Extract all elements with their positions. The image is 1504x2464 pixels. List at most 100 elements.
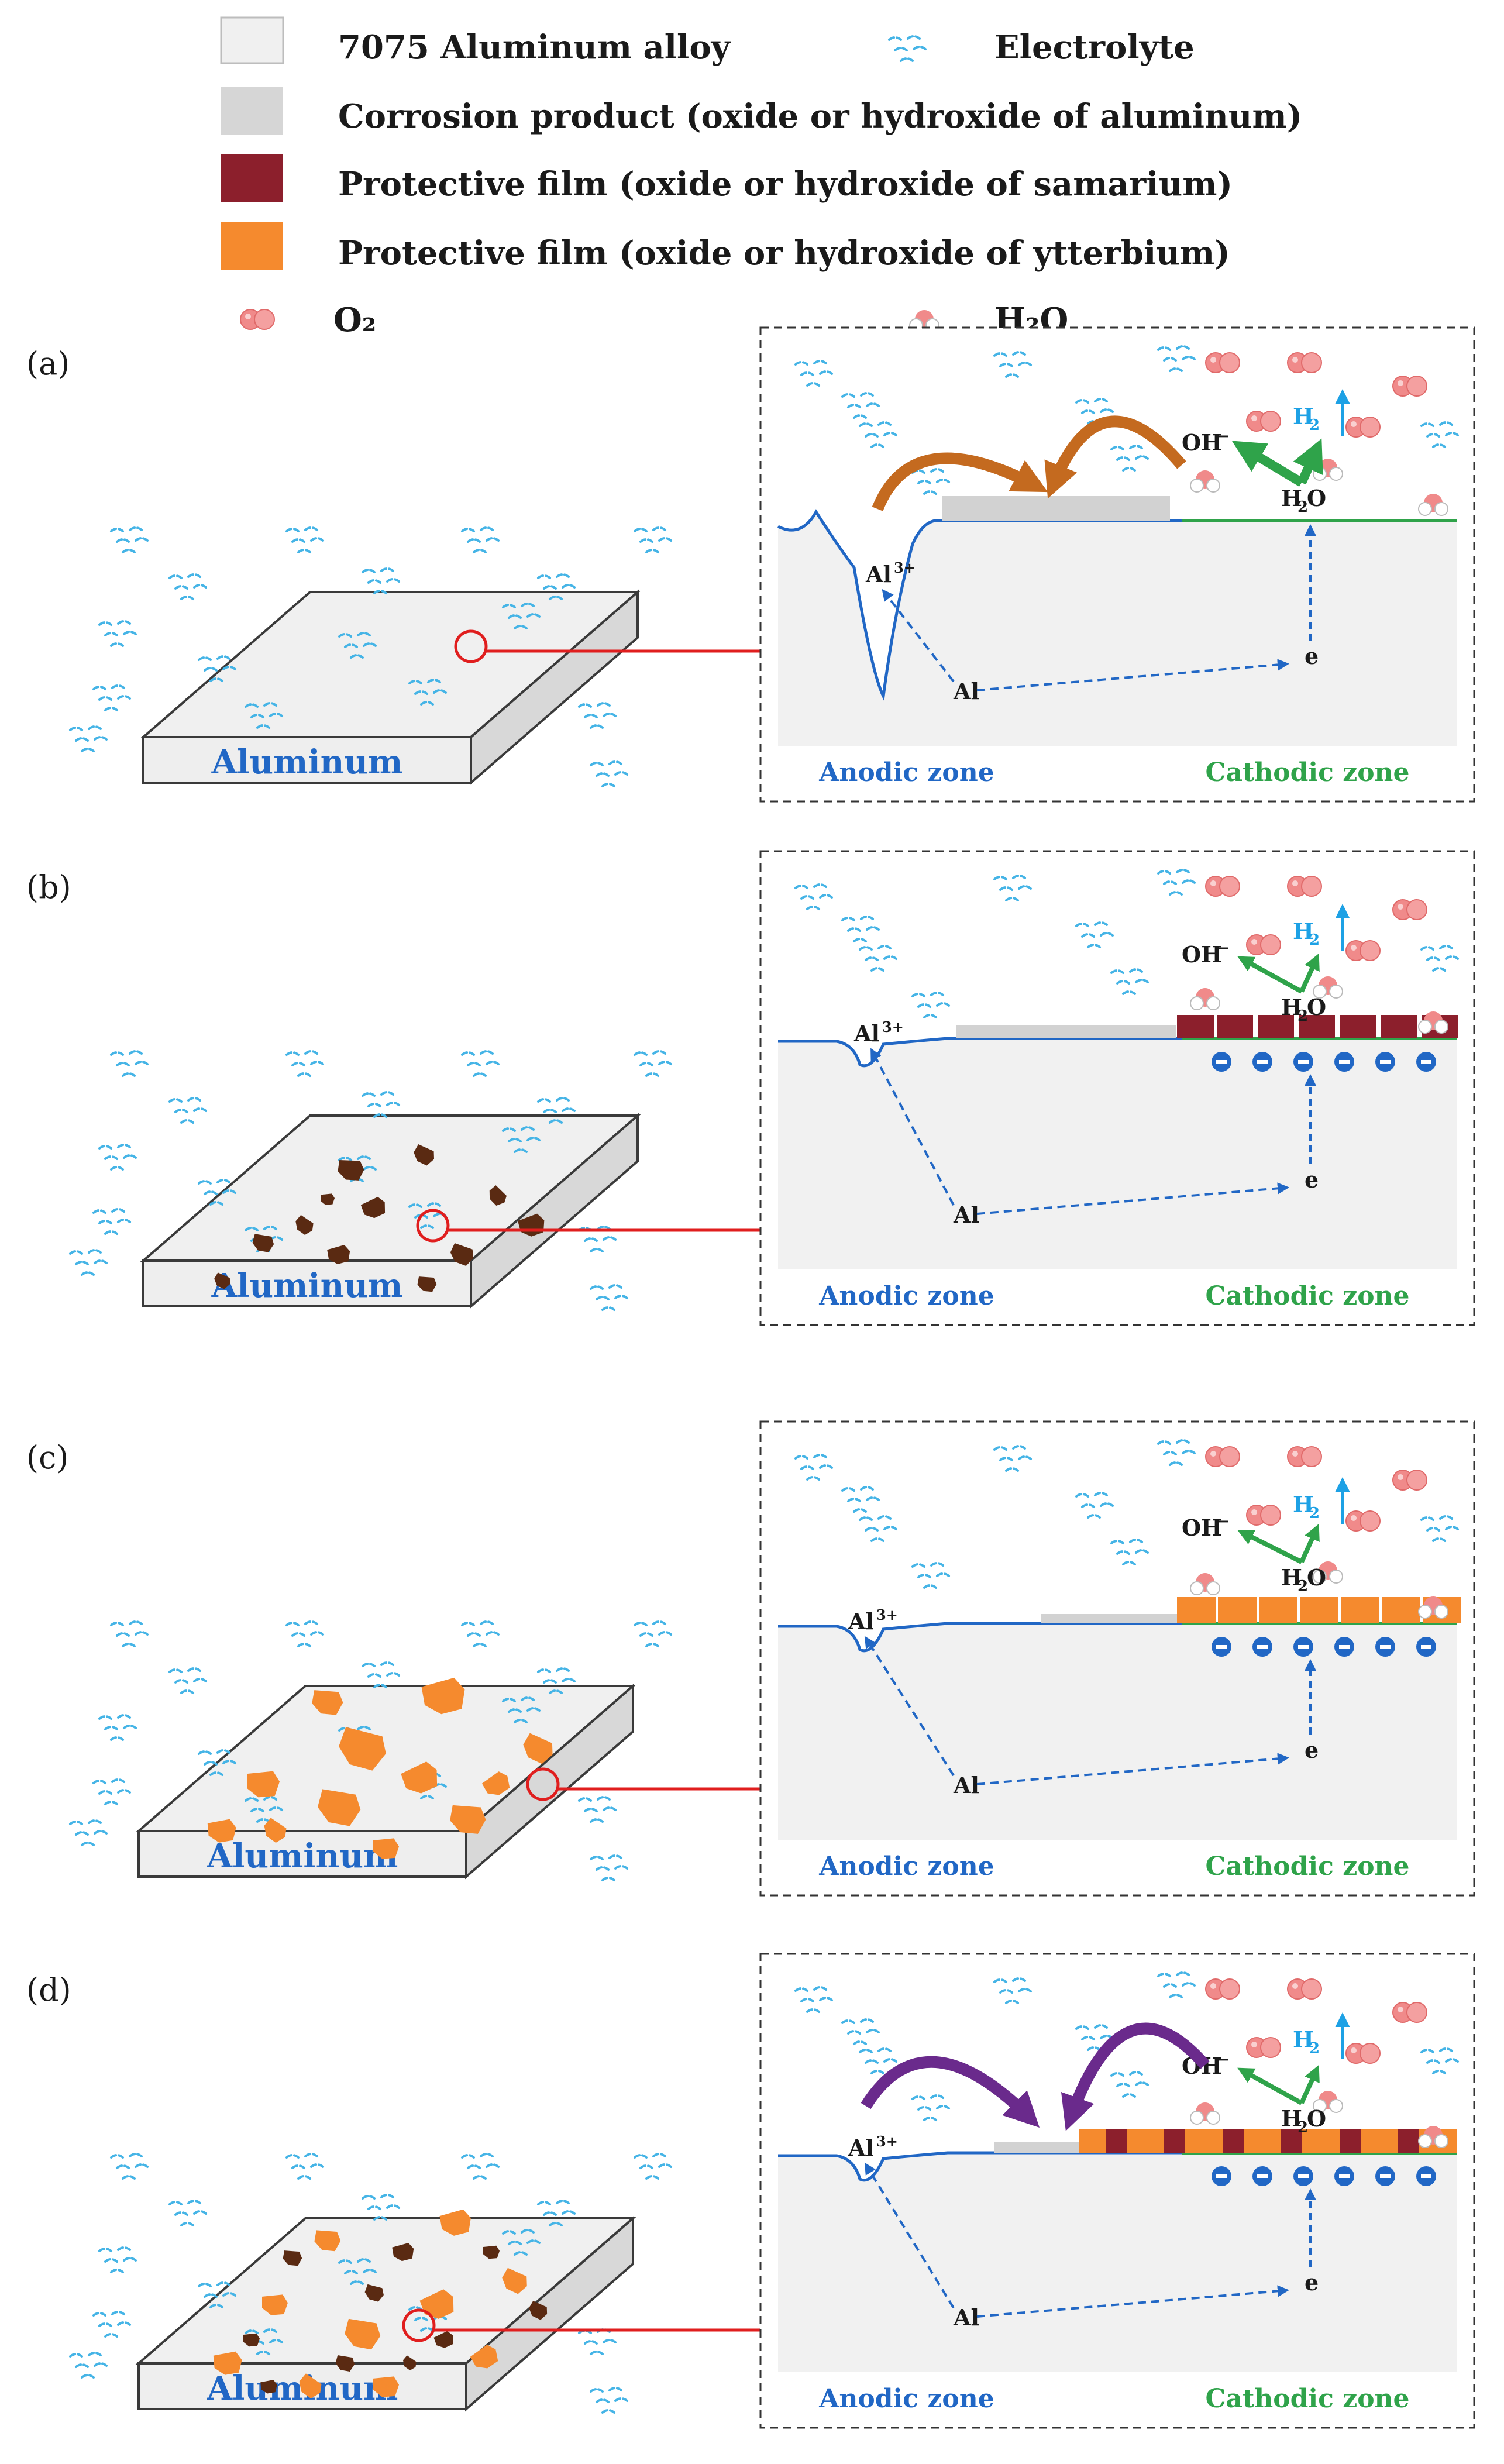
legend-label-samarium: Protective film (oxide or hydroxide of s… — [338, 165, 1233, 204]
h2-formation-arrow — [1299, 1523, 1320, 1563]
al-ion-charge: 3+ — [882, 1018, 904, 1035]
ytterbium-film-segment — [1218, 1597, 1257, 1623]
electrolyte-symbol — [590, 760, 628, 787]
film-flake — [421, 1677, 465, 1715]
film-flake — [417, 1276, 437, 1292]
panel-label: (a) — [26, 345, 70, 382]
o2-molecule — [1392, 899, 1427, 920]
al-dissolution-arrow — [864, 1636, 955, 1777]
film-flake — [402, 2355, 417, 2371]
electrolyte-symbol — [69, 725, 108, 752]
electrolyte-symbol — [578, 2328, 617, 2355]
electrolyte-symbol — [590, 2387, 628, 2414]
al-ion-label: Al — [848, 2135, 874, 2161]
o2-molecule — [1246, 2037, 1281, 2058]
film-flake — [523, 1733, 553, 1764]
samarium-film-segment — [1177, 1015, 1214, 1038]
aluminum-block: Aluminum — [69, 526, 775, 787]
film-flake — [214, 1272, 230, 1289]
samarium-film-segment — [1381, 1015, 1417, 1038]
legend-label-o2: O₂ — [333, 301, 376, 339]
o2-molecule — [1345, 1510, 1381, 1532]
h2-subscript: 2 — [1309, 931, 1320, 949]
film-flake — [401, 1761, 438, 1794]
samarium-film-segment — [1340, 2129, 1361, 2153]
electrolyte-symbol — [92, 1778, 131, 1805]
metal-region — [778, 2153, 1457, 2372]
film-flake — [450, 1805, 486, 1834]
al-dissolution-arrow — [870, 1048, 955, 1206]
electron-label: e — [1305, 1166, 1319, 1193]
film-flake — [207, 1819, 236, 1843]
o2-molecule — [1205, 876, 1240, 897]
o2-molecule — [1246, 1505, 1281, 1526]
film-flake — [373, 2376, 399, 2397]
electrolyte-symbol — [168, 573, 207, 600]
al-ion-label: Al — [865, 561, 892, 587]
metal-region — [778, 512, 1457, 746]
h2-label: H — [1293, 403, 1314, 429]
electrolyte-symbol — [110, 1620, 149, 1647]
h2o-subscript: 2 — [1297, 2119, 1308, 2136]
h2o-label: H — [1281, 994, 1302, 1020]
negative-charge-minus — [1298, 2174, 1309, 2178]
al-label: Al — [953, 1772, 979, 1798]
aluminum-block: Aluminum — [69, 1620, 775, 1881]
block-side-face — [465, 2215, 634, 2412]
panel-label: (c) — [26, 1439, 68, 1476]
electrolyte-symbol — [590, 1284, 628, 1311]
o2-molecule — [1287, 352, 1322, 373]
ytterbium-film-segment — [1341, 1597, 1379, 1623]
film-flake — [450, 1243, 474, 1266]
legend-swatch-corrosion — [221, 87, 283, 135]
al-ion-label: Al — [853, 1020, 880, 1047]
electrolyte-symbol — [634, 1620, 672, 1647]
samarium-film-segment — [1258, 1015, 1294, 1038]
oh-charge: − — [1217, 428, 1230, 445]
h2o-label: H — [1281, 485, 1302, 511]
oh-transport-arrow — [1061, 2022, 1210, 2131]
zoom-circle — [416, 1209, 450, 1243]
legend-swatch-samarium — [221, 154, 283, 202]
oh-label: OH — [1182, 1515, 1222, 1541]
o2-molecule — [1392, 1470, 1427, 1491]
anodic-zone-label: Anodic zone — [818, 2384, 994, 2414]
oh-formation-arrow — [1237, 956, 1303, 994]
ytterbium-film-segment — [1259, 1597, 1297, 1623]
oh-formation-arrow — [1237, 1529, 1303, 1564]
electron-label: e — [1305, 643, 1319, 669]
h2o-subscript: 2 — [1297, 1007, 1308, 1025]
o2-molecule — [1287, 876, 1322, 897]
corrosion-product — [956, 1025, 1176, 1038]
h2o-label-end: O — [1307, 994, 1326, 1020]
block-label: Aluminum — [207, 1837, 398, 1875]
electrolyte-symbol — [98, 1144, 137, 1171]
electrolyte-symbol — [362, 2194, 400, 2221]
al-ion-charge: 3+ — [876, 1606, 898, 1623]
panel-label: (b) — [26, 869, 71, 906]
legend-label-corrosion: Corrosion product (oxide or hydroxide of… — [338, 97, 1302, 136]
panel-label: (d) — [26, 1971, 71, 2008]
electrolyte-symbol — [69, 1249, 108, 1276]
film-flake — [338, 1159, 364, 1181]
o2-molecule — [1205, 1446, 1240, 1467]
corrosion-product — [1041, 1614, 1179, 1623]
film-flake — [262, 2294, 288, 2315]
o2-molecule — [1287, 1446, 1322, 1467]
legend-label-alloy: 7075 Aluminum alloy — [338, 28, 731, 67]
electrolyte-symbol — [285, 526, 324, 553]
h2-label: H — [1293, 1491, 1314, 1517]
film-flake — [392, 2242, 414, 2262]
electrolyte-symbol — [362, 1661, 400, 1688]
legend-swatch-alloy — [220, 16, 284, 64]
metal-region — [778, 1623, 1457, 1840]
electrolyte-symbol — [578, 702, 617, 729]
h2o-label-end: O — [1307, 485, 1326, 511]
film-flake — [339, 1727, 386, 1771]
o2-molecule — [1287, 1978, 1322, 2000]
